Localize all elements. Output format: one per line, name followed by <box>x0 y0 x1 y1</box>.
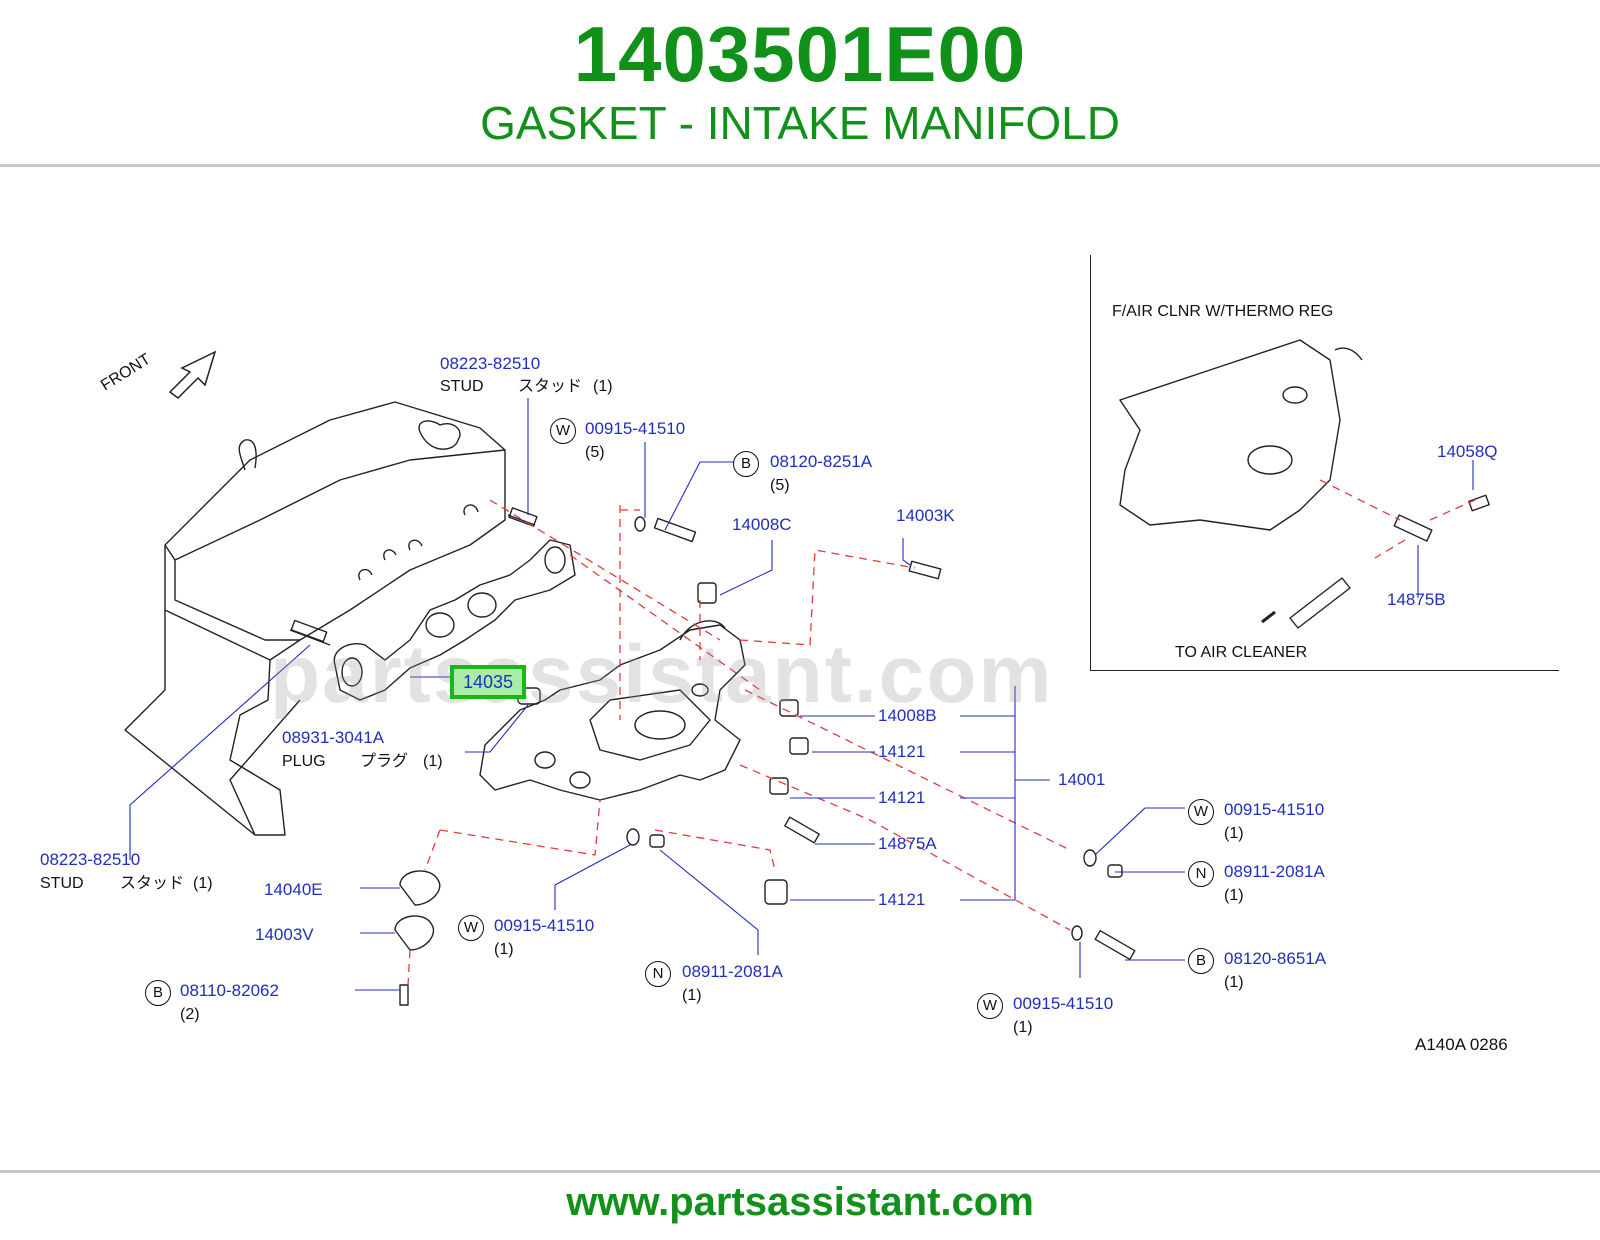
stud-top-qty: (1) <box>593 378 613 395</box>
washer-mid-qty: (1) <box>494 941 514 958</box>
stud-left-name: STUD <box>40 875 84 892</box>
plug-name: PLUG <box>282 753 326 770</box>
footer-url-link[interactable]: www.partsassistant.com <box>566 1180 1034 1224</box>
nut-symbol-icon: N <box>1188 861 1214 887</box>
part-14003k-link[interactable]: 14003K <box>896 506 955 525</box>
nut-symbol-icon: N <box>645 961 671 987</box>
part-14008b-link[interactable]: 14008B <box>878 706 937 725</box>
bolt-r1-part-link[interactable]: 08120-8651A <box>1224 949 1327 968</box>
to-air-cleaner-label: TO AIR CLEANER <box>1175 644 1308 661</box>
part-14875a-link[interactable]: 14875A <box>878 834 937 853</box>
bolt-symbol-icon: B <box>1188 948 1214 974</box>
plug-qty: (1) <box>423 753 443 770</box>
part-14121-c-link[interactable]: 14121 <box>878 890 926 909</box>
bolt-left-qty: (2) <box>180 1006 200 1023</box>
part-14003v-link[interactable]: 14003V <box>255 925 314 944</box>
highlighted-part-label: 14035 <box>462 672 514 692</box>
washer-symbol-icon: W <box>1188 799 1214 825</box>
stud-left-part-link[interactable]: 08223-82510 <box>40 850 141 869</box>
plug-jp: プラグ <box>360 753 409 770</box>
washer-bottom-qty: (1) <box>1013 1019 1033 1036</box>
bolt-symbol-icon: B <box>733 451 759 477</box>
washer-bottom-part-link[interactable]: 00915-41510 <box>1013 994 1114 1013</box>
washer-symbol-icon: W <box>458 915 484 941</box>
bolt-top-qty: (5) <box>770 477 790 494</box>
nut-r1-part-link[interactable]: 08911-2081A <box>1224 862 1325 881</box>
washer-top-qty: (5) <box>585 444 605 461</box>
highlighted-part-14035[interactable]: 14035 <box>450 665 526 699</box>
nut-mid-qty: (1) <box>682 987 702 1004</box>
front-arrow-icon <box>168 350 217 399</box>
footer-divider <box>0 1170 1600 1173</box>
part-14008c-link[interactable]: 14008C <box>732 515 792 534</box>
part-description: GASKET - INTAKE MANIFOLD <box>480 97 1120 149</box>
engine-block-drawing <box>124 401 506 836</box>
stud-left-jp: スタッド <box>120 875 185 892</box>
plug-part-link[interactable]: 08931-3041A <box>282 728 385 747</box>
washer-symbol-icon: W <box>550 418 576 444</box>
part-14001-link[interactable]: 14001 <box>1058 770 1106 789</box>
washer-r1-qty: (1) <box>1224 825 1244 842</box>
bolt-symbol-icon: B <box>145 980 171 1006</box>
inset-frame <box>1090 255 1559 671</box>
washer-r1-part-link[interactable]: 00915-41510 <box>1224 800 1325 819</box>
washer-mid-part-link[interactable]: 00915-41510 <box>494 916 595 935</box>
stud-top-name: STUD <box>440 378 484 395</box>
stud-left-qty: (1) <box>193 875 213 892</box>
drawing-code: A140A 0286 <box>1415 1035 1508 1054</box>
part-14875b-link[interactable]: 14875B <box>1387 590 1446 609</box>
part-14121-b-link[interactable]: 14121 <box>878 788 926 807</box>
washer-top-part-link[interactable]: 00915-41510 <box>585 419 686 438</box>
stud-top-part-link[interactable]: 08223-82510 <box>440 354 541 373</box>
nut-mid-part-link[interactable]: 08911-2081A <box>682 962 783 981</box>
gasket-14035-drawing <box>333 539 576 701</box>
stud-top-jp: スタッド <box>518 378 583 395</box>
inset-title: F/AIR CLNR W/THERMO REG <box>1112 303 1334 320</box>
bolt-top-part-link[interactable]: 08120-8251A <box>770 452 873 471</box>
part-14121-a-link[interactable]: 14121 <box>878 742 926 761</box>
washer-symbol-icon: W <box>977 993 1003 1019</box>
bolt-r1-qty: (1) <box>1224 974 1244 991</box>
part-14058q-link[interactable]: 14058Q <box>1437 442 1498 461</box>
header-divider <box>0 164 1600 167</box>
intake-manifold-drawing <box>479 624 746 801</box>
part-number-title: 1403501E00 <box>573 10 1027 98</box>
bolt-left-part-link[interactable]: 08110-82062 <box>180 981 279 1000</box>
part-14040e-link[interactable]: 14040E <box>264 880 323 899</box>
nut-r1-qty: (1) <box>1224 887 1244 904</box>
watermark: partsassistant.com <box>270 629 1054 720</box>
